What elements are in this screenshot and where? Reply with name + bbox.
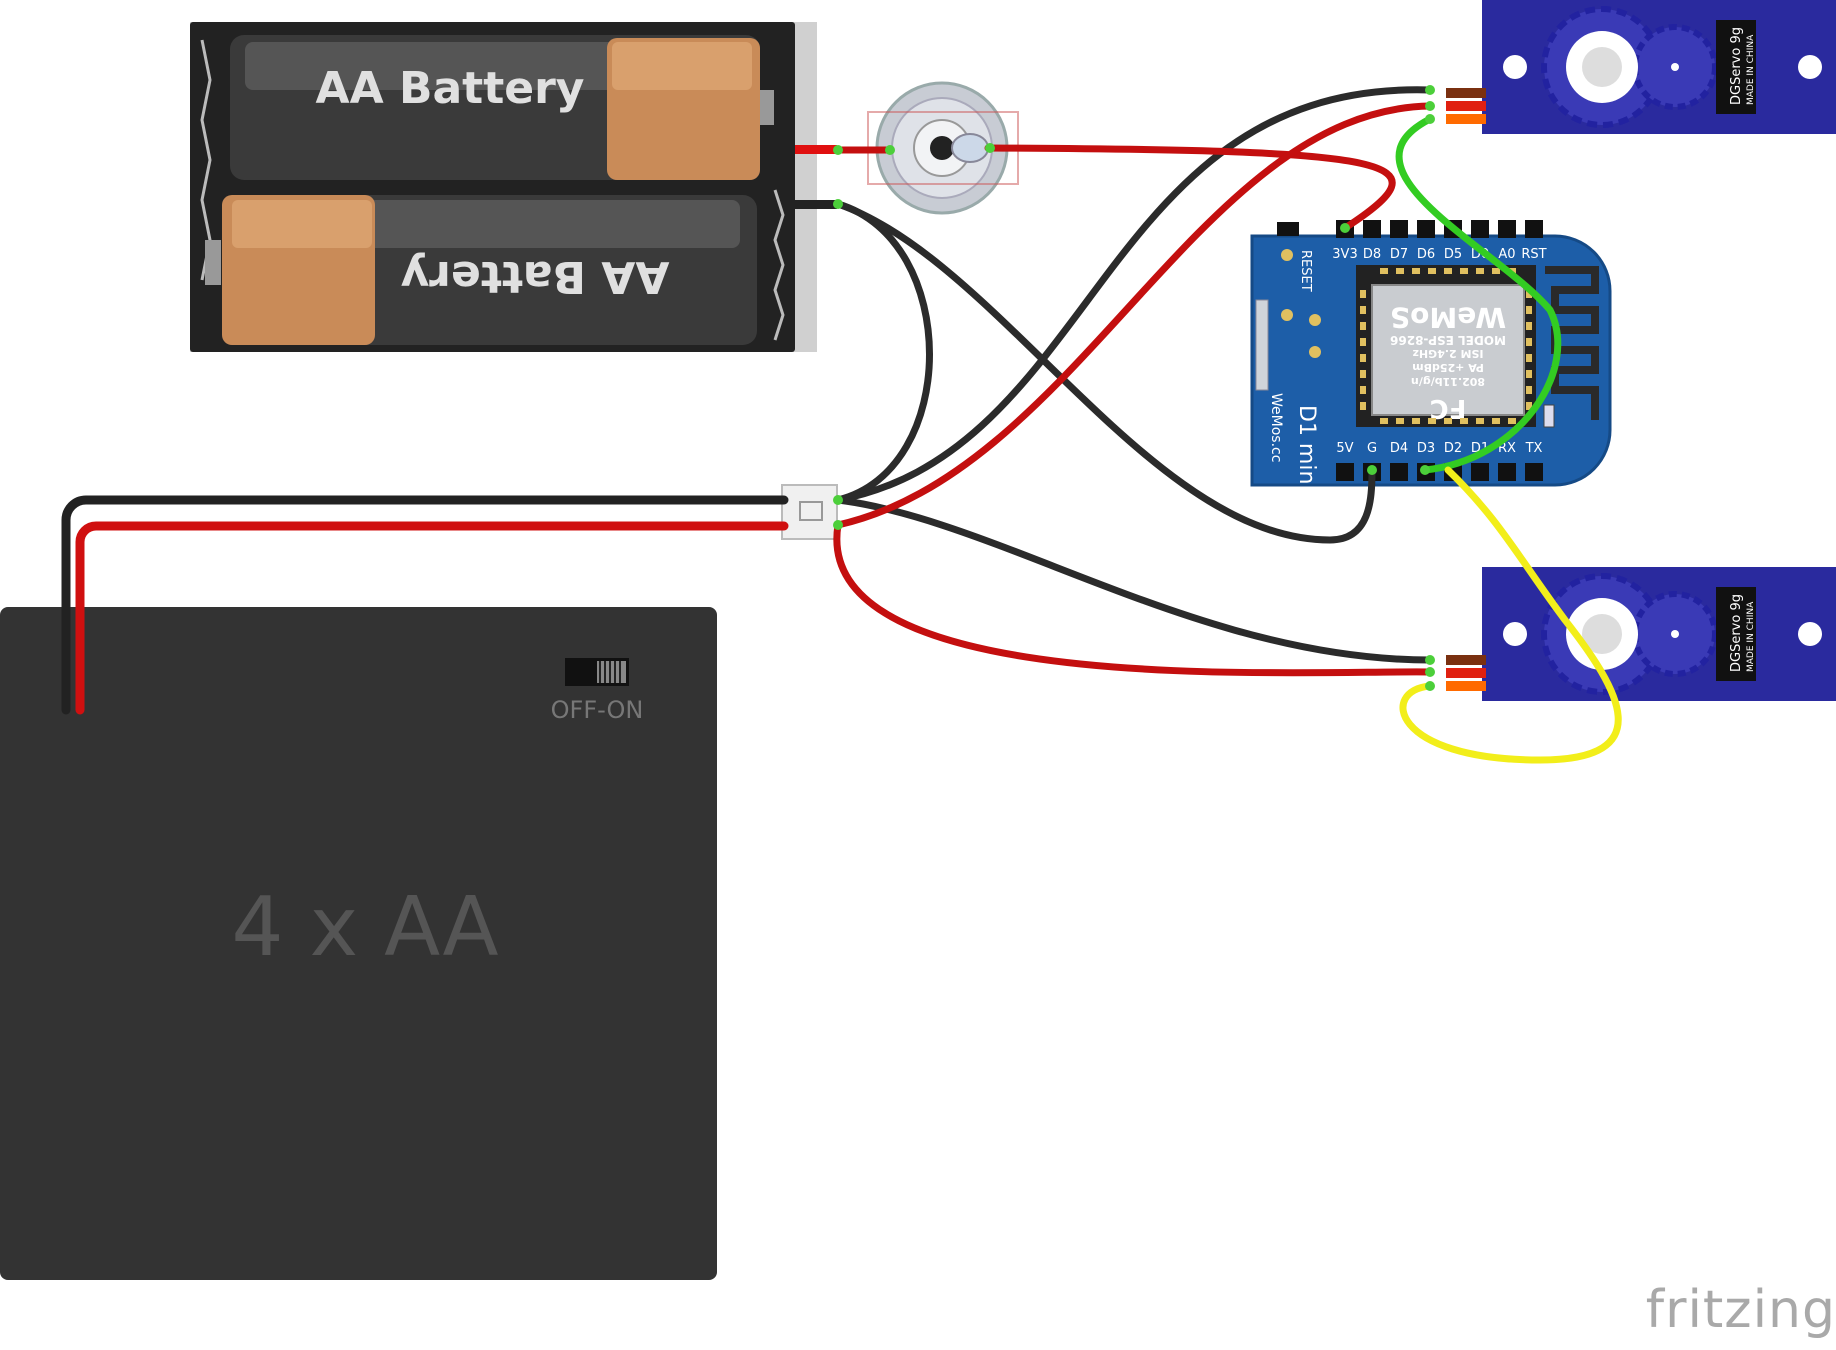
module-power: PA +25dBm <box>1412 361 1484 374</box>
pin-label-d6: D6 <box>1417 247 1435 262</box>
holder-lead-red <box>795 145 837 154</box>
smd-led <box>1543 404 1555 428</box>
pin-label-a0: A0 <box>1498 247 1515 262</box>
pin-label-5v: 5V <box>1336 441 1353 456</box>
wire-pack-black[interactable] <box>61 495 789 715</box>
board-site: WeMos.cc <box>1268 393 1284 462</box>
header-pin-rst[interactable] <box>1525 220 1543 238</box>
pin-label-3v3: 3V3 <box>1332 247 1357 262</box>
usb-port[interactable] <box>1255 299 1269 391</box>
esp8266-module: FC 802.11b/g/n PA +25dBm ISM 2.4GHz MODE… <box>1356 265 1536 427</box>
header-pin-d7[interactable] <box>1390 220 1408 238</box>
aa-cell-bottom: AA Battery <box>205 195 757 345</box>
pin-label-d4: D4 <box>1390 441 1408 456</box>
header-pin-d0[interactable] <box>1471 220 1489 238</box>
header-pin-a0[interactable] <box>1498 220 1516 238</box>
switch-toggle-hole <box>930 136 954 160</box>
servo-top: DGServo 9g MADE IN CHINA <box>1446 0 1836 134</box>
pin-label-d5: D5 <box>1444 247 1462 262</box>
header-pin-5v[interactable] <box>1336 463 1354 481</box>
spring-right <box>773 189 785 341</box>
pin-label-d2: D2 <box>1444 441 1462 456</box>
wire-green-servo-top-d2[interactable] <box>1395 115 1562 474</box>
module-brand: WeMoS <box>1390 301 1506 334</box>
wire-pack-red[interactable] <box>75 521 789 715</box>
switch-lever <box>951 133 989 163</box>
header-pin-d6[interactable] <box>1417 220 1435 238</box>
wire-black-d1-g[interactable] <box>834 200 1376 544</box>
reset-label: RESET <box>1298 250 1313 292</box>
wire-yellow-servo-bottom-d1[interactable] <box>1399 466 1622 764</box>
pin-label-rst: RST <box>1521 247 1546 262</box>
aa-cell-top: AA Battery <box>230 35 774 180</box>
module-model: MODEL ESP-8266 <box>1390 333 1506 347</box>
pack-switch-label: OFF-ON <box>551 696 644 724</box>
pin-label-g: G <box>1367 441 1377 456</box>
jst-connector[interactable] <box>781 484 838 540</box>
wire-jst-red-servo-top[interactable] <box>834 102 1434 529</box>
wire-holder-black-jst[interactable] <box>834 200 933 504</box>
aa-cell-top-label: AA Battery <box>316 63 585 114</box>
pin-label-d3: D3 <box>1417 441 1435 456</box>
wire-switch-red-d1-3v3[interactable] <box>984 144 1396 232</box>
pin-label-tx: TX <box>1525 441 1543 456</box>
board-name: D1 mini <box>1294 405 1319 491</box>
holder-lead-black <box>795 200 837 209</box>
wire-jst-black-servo-bottom[interactable] <box>834 496 1434 664</box>
servo-top-label: DGServo 9g <box>1729 27 1744 105</box>
wire-jst-black-servo-top[interactable] <box>834 86 1434 504</box>
servo-bottom: DGServo 9g MADE IN CHINA <box>1446 567 1836 701</box>
pack-label: 4 x AA <box>231 880 498 975</box>
header-pin-rx[interactable] <box>1498 463 1516 481</box>
servo-bottom-label: DGServo 9g <box>1729 594 1744 672</box>
pin-label-d7: D7 <box>1390 247 1408 262</box>
header-pin-d4[interactable] <box>1390 463 1408 481</box>
rocker-switch[interactable] <box>867 81 1019 215</box>
pin-label-d8: D8 <box>1363 247 1381 262</box>
wires <box>61 85 1622 764</box>
wire-jst-red-servo-bottom[interactable] <box>833 521 1434 677</box>
module-band: ISM 2.4GHz <box>1413 347 1484 360</box>
header-pin-d1[interactable] <box>1471 463 1489 481</box>
fritzing-logo: fritzing <box>1645 1280 1836 1340</box>
servo-top-origin: MADE IN CHINA <box>1746 34 1756 105</box>
connection-points <box>833 85 1435 691</box>
reset-button[interactable] <box>1277 222 1299 236</box>
pack-switch[interactable] <box>565 658 629 686</box>
pin-label-rx: RX <box>1498 441 1516 456</box>
header-pin-d8[interactable] <box>1363 220 1381 238</box>
servo-bottom-origin: MADE IN CHINA <box>1746 601 1756 672</box>
aa-cell-bottom-label: AA Battery <box>401 251 670 302</box>
header-pin-tx[interactable] <box>1525 463 1543 481</box>
module-std: 802.11b/g/n <box>1411 375 1485 388</box>
battery-holder-2aa: AA Battery AA Battery <box>190 22 837 352</box>
battery-pack-4aa: 4 x AA OFF-ON <box>0 607 717 1280</box>
